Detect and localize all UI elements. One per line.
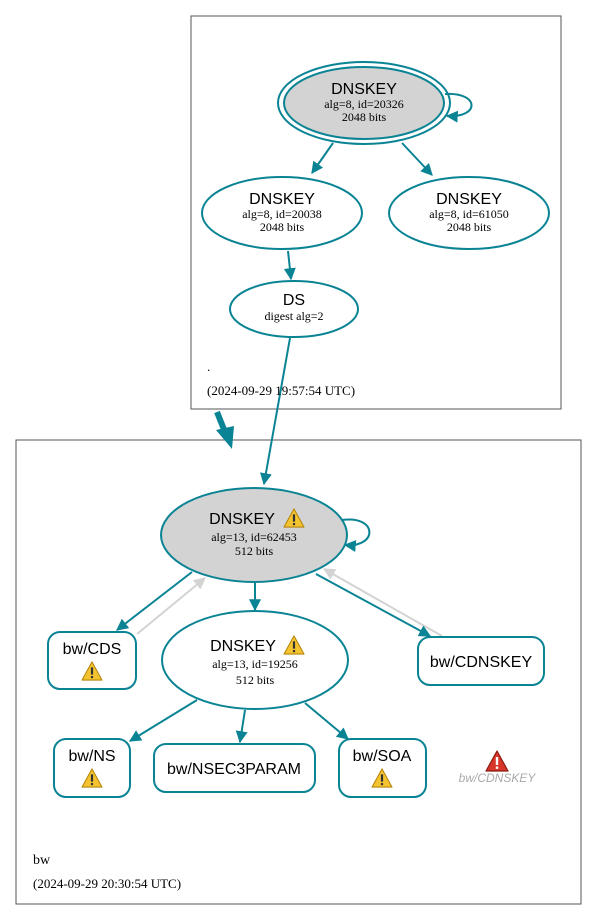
bw-zone-timestamp: (2024-09-29 20:30:54 UTC) — [33, 876, 181, 891]
bw-soa-label: bw/SOA — [353, 748, 412, 765]
root-zsk2-title: DNSKEY — [436, 191, 502, 208]
root-ds-title: DS — [283, 292, 305, 309]
error-icon — [485, 750, 509, 772]
root-zsk1-bits: 2048 bits — [260, 220, 305, 234]
root-zone-box — [190, 15, 562, 410]
bw-ns-label: bw/NS — [68, 748, 115, 765]
edge-zsk-nsec3param — [235, 709, 248, 744]
bw-ksk-node[interactable]: DNSKEY alg=13, id=62453 512 bits — [160, 487, 348, 583]
bw-ksk-title: DNSKEY — [209, 511, 275, 528]
bw-zsk-bits: 512 bits — [236, 673, 275, 687]
root-zsk2-bits: 2048 bits — [447, 220, 492, 234]
root-zone-label: . — [207, 359, 210, 374]
bw-soa-node[interactable]: bw/SOA — [338, 738, 427, 798]
root-ksk-node[interactable]: DNSKEY alg=8, id=20326 2048 bits — [277, 61, 451, 145]
bw-ns-node[interactable]: bw/NS — [53, 738, 131, 798]
edge-zsk-soa — [304, 702, 349, 740]
root-zone-timestamp: (2024-09-29 19:57:54 UTC) — [207, 383, 355, 398]
bw-ksk-self-edge — [341, 518, 371, 552]
edge-ksk-cds — [116, 571, 193, 631]
root-ksk-bits: 2048 bits — [342, 110, 387, 124]
root-ds-node[interactable]: DS digest alg=2 — [229, 280, 359, 338]
root-zsk1-node[interactable]: DNSKEY alg=8, id=20038 2048 bits — [201, 176, 363, 250]
bw-ksk-bits: 512 bits — [235, 544, 274, 558]
root-zsk2-alg: alg=8, id=61050 — [429, 207, 509, 221]
bw-nsec3param-label: bw/NSEC3PARAM — [167, 761, 301, 778]
bw-ksk-alg: alg=13, id=62453 — [211, 530, 297, 544]
back-edge-cdnskey-ksk — [322, 568, 443, 637]
delegation-arrowhead — [216, 426, 234, 449]
bw-cdnskey-missing-label: bw/CDNSKEY — [459, 771, 537, 785]
edge-ksk-zsk2 — [401, 142, 433, 176]
bw-cdnskey-missing-node[interactable]: bw/CDNSKEY — [459, 750, 537, 785]
edge-ksk-cdnskey — [315, 573, 432, 637]
ksk-self-edge — [444, 92, 473, 123]
edge-zsk1-ds — [283, 250, 296, 281]
bw-nsec3param-node[interactable]: bw/NSEC3PARAM — [153, 743, 316, 793]
root-zsk1-title: DNSKEY — [249, 191, 315, 208]
edge-zsk-ns — [128, 699, 198, 742]
bw-zsk-title: DNSKEY — [210, 638, 276, 655]
bw-zsk-alg: alg=13, id=19256 — [212, 657, 298, 671]
bw-zsk-node[interactable]: DNSKEY alg=13, id=19256 512 bits — [161, 610, 349, 710]
edge-ds-bw-ksk — [259, 337, 291, 486]
root-ds-digest: digest alg=2 — [264, 309, 323, 323]
root-ksk-title: DNSKEY — [331, 81, 397, 98]
bw-zone-box — [15, 439, 582, 905]
root-zsk2-node[interactable]: DNSKEY alg=8, id=61050 2048 bits — [388, 176, 550, 250]
bw-cds-label: bw/CDS — [63, 641, 122, 658]
bw-cdnskey-label: bw/CDNSKEY — [430, 654, 533, 671]
bw-zone-label: bw — [33, 853, 51, 868]
edge-ksk-zsk1 — [311, 142, 334, 174]
back-edge-cds-ksk — [136, 577, 206, 635]
root-ksk-alg: alg=8, id=20326 — [324, 97, 404, 111]
bw-cdnskey-node[interactable]: bw/CDNSKEY — [417, 636, 545, 686]
root-zsk1-alg: alg=8, id=20038 — [242, 207, 322, 221]
bw-cds-node[interactable]: bw/CDS — [47, 631, 137, 690]
